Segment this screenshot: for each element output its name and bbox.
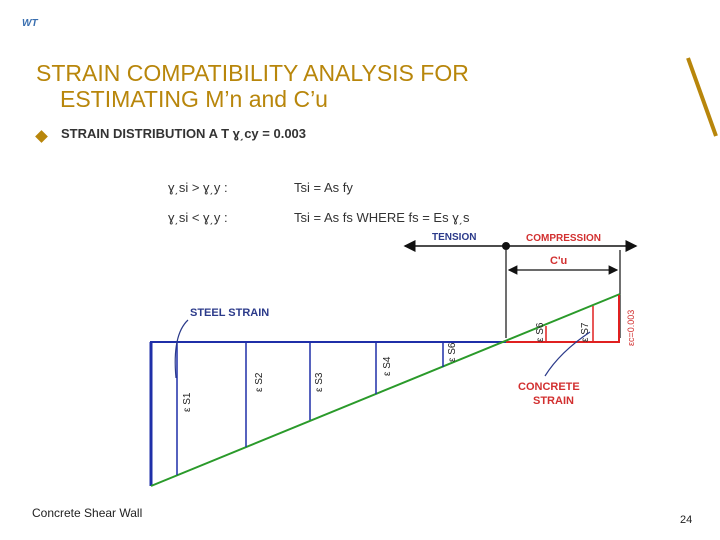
title-line-1: STRAIN COMPATIBILITY ANALYSIS FOR: [36, 60, 469, 86]
strain-profile-line: [150, 293, 621, 487]
strain-label-s7: ε S7: [580, 322, 591, 342]
bullet-text: STRAIN DISTRIBUTION A T ɣ͵cy = 0.003: [61, 126, 307, 141]
corner-arrow-icon: [686, 57, 718, 137]
steel-strain-callout: STEEL STRAIN: [174, 307, 269, 379]
page-number: 24: [680, 514, 693, 526]
strain-label-s3: ε S3: [314, 372, 325, 392]
compression-strain-lines: [545, 295, 620, 342]
steel-strain-label: STEEL STRAIN: [190, 307, 269, 319]
strain-label-s6: ε S6: [535, 322, 546, 342]
condition-2-left: ɣ͵si < ɣ͵y :: [168, 210, 228, 225]
footer-text: Concrete Shear Wall: [32, 506, 143, 520]
strain-label-concrete: εc=0.003: [626, 310, 636, 346]
strain-label-s4: ε S4: [382, 356, 393, 376]
condition-1-right: Tsi = As fy: [294, 180, 353, 195]
logo: WT: [22, 18, 38, 29]
strain-label-s1: ε S1: [182, 392, 193, 412]
cu-dimension: C'u: [505, 250, 621, 338]
concrete-strain-label-2: STRAIN: [533, 395, 574, 407]
strain-label-s2: ε S2: [254, 372, 265, 392]
strain-label-s5: ε S6: [447, 342, 458, 362]
steel-strain-lines: [176, 342, 444, 475]
condition-1-left: ɣ͵si > ɣ͵y :: [168, 180, 228, 195]
title-line-2: ESTIMATING M’n and C’u: [60, 86, 328, 112]
tension-label: TENSION: [432, 232, 476, 243]
slide-title: STRAIN COMPATIBILITY ANALYSIS FOR ESTIMA…: [36, 60, 596, 112]
neutral-axis-dot: [502, 242, 510, 250]
compression-label: COMPRESSION: [526, 233, 601, 244]
condition-2-right: Tsi = As fs WHERE fs = Es ɣ͵s: [294, 210, 470, 225]
concrete-strain-callout: CONCRETE STRAIN: [518, 331, 591, 407]
cu-label: C'u: [550, 255, 567, 267]
tension-compression-axis: TENSION COMPRESSION: [403, 232, 638, 252]
concrete-strain-label-1: CONCRETE: [518, 381, 580, 393]
